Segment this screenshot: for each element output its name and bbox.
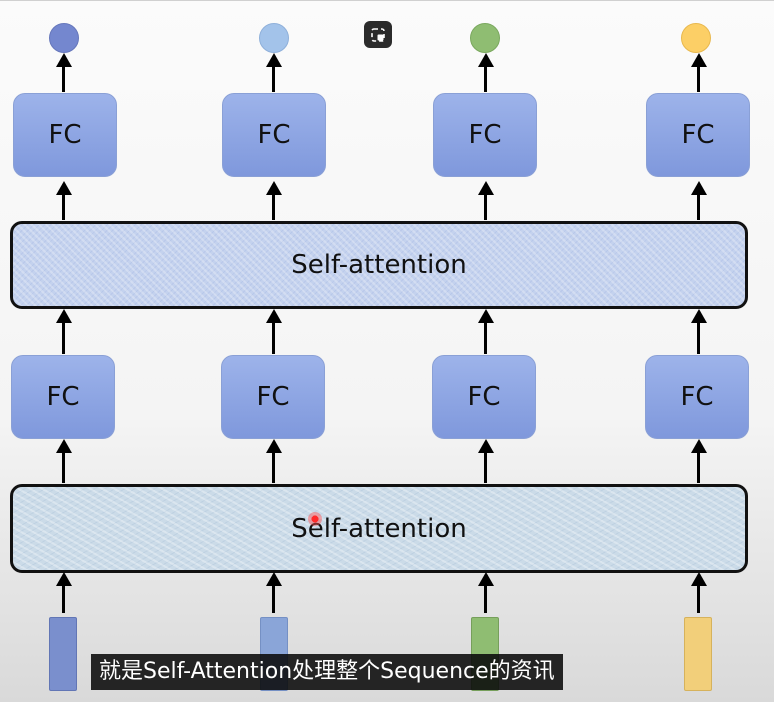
fc-upper-1: FC: [13, 93, 117, 177]
arrow-sa-to-fc-lower-1: [55, 439, 72, 483]
fc-upper-2: FC: [222, 93, 326, 177]
input-bar-1: [49, 617, 77, 691]
arrow-fc-to-output-1: [55, 53, 72, 92]
fc-upper-3: FC: [433, 93, 537, 177]
self-attention-upper: Self-attention: [10, 221, 748, 309]
arrow-fc-to-output-4: [690, 53, 707, 92]
input-bar-4: [684, 617, 712, 691]
arrow-fc-to-sa-upper-3: [477, 309, 494, 354]
self-attention-upper-label: Self-attention: [291, 250, 467, 280]
arrow-input-to-sa-2: [265, 572, 282, 613]
picture-in-picture-icon: [371, 27, 385, 42]
picture-in-picture-button[interactable]: [364, 21, 392, 48]
fc-lower-2: FC: [221, 355, 325, 439]
arrow-fc-to-sa-upper-2: [265, 309, 282, 354]
self-attention-lower: Self-attention: [10, 484, 748, 573]
arrow-sa-to-fc-lower-3: [477, 439, 494, 483]
arrow-input-to-sa-4: [690, 572, 707, 613]
arrow-sa-to-fc-lower-4: [690, 439, 707, 483]
arrow-fc-to-output-2: [265, 53, 282, 92]
arrow-sa-to-fc-upper-2: [265, 181, 282, 220]
arrow-fc-to-sa-upper-1: [55, 309, 72, 354]
output-dot-2: [259, 23, 289, 53]
output-dot-1: [49, 23, 79, 53]
arrow-sa-to-fc-upper-3: [477, 181, 494, 220]
arrow-sa-to-fc-upper-4: [690, 181, 707, 220]
video-frame-top-border: [0, 0, 774, 1]
arrow-input-to-sa-1: [55, 572, 72, 613]
arrow-input-to-sa-3: [477, 572, 494, 613]
arrow-sa-to-fc-upper-1: [55, 181, 72, 220]
arrow-fc-to-output-3: [477, 53, 494, 92]
fc-lower-1: FC: [11, 355, 115, 439]
fc-lower-4: FC: [645, 355, 749, 439]
arrow-sa-to-fc-lower-2: [265, 439, 282, 483]
fc-upper-4: FC: [646, 93, 750, 177]
laser-pointer-dot: [308, 512, 322, 526]
arrow-fc-to-sa-upper-4: [690, 309, 707, 354]
fc-lower-3: FC: [432, 355, 536, 439]
video-subtitle: 就是Self-Attention处理整个Sequence的资讯: [91, 654, 563, 690]
output-dot-4: [681, 23, 711, 53]
output-dot-3: [470, 23, 500, 53]
